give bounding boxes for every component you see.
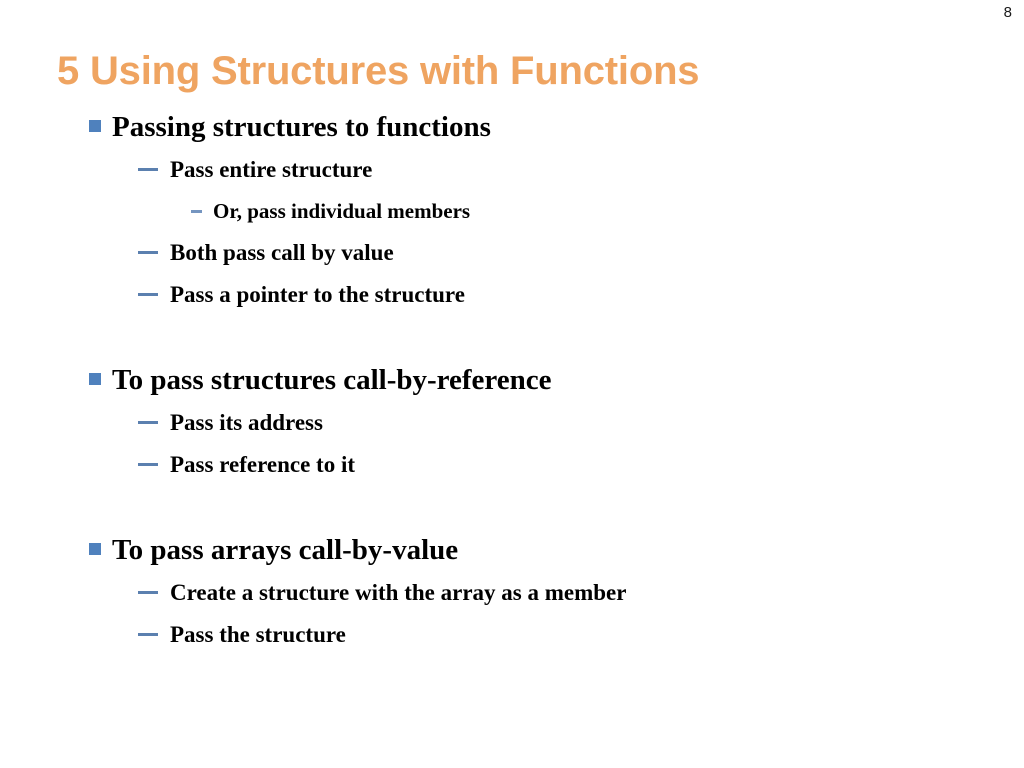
page-number: 8 [1003, 4, 1012, 21]
outline-item-label: To pass arrays call-by-value [112, 534, 459, 566]
outline-item-level2: Pass a pointer to the structure [0, 274, 1024, 316]
square-bullet-icon [89, 120, 101, 132]
outline-item-label: To pass structures call-by-reference [112, 364, 552, 396]
outline-spacer [0, 316, 1024, 359]
dash-bullet-icon [138, 293, 158, 296]
outline-item-level3: Or, pass individual members [0, 191, 1024, 232]
outline-item-label: Pass its address [170, 410, 323, 435]
outline-item-label: Or, pass individual members [213, 199, 471, 223]
outline-item-level1: To pass arrays call-by-value [0, 529, 1024, 572]
dash-bullet-icon [138, 421, 158, 424]
small-dash-bullet-icon [191, 210, 202, 213]
square-bullet-icon [89, 543, 101, 555]
outline-item-label: Pass the structure [170, 622, 346, 647]
outline-item-label: Pass a pointer to the structure [170, 282, 465, 307]
dash-bullet-icon [138, 168, 158, 171]
outline-item-label: Create a structure with the array as a m… [170, 580, 627, 605]
outline-item-level2: Pass entire structure [0, 149, 1024, 191]
dash-bullet-icon [138, 251, 158, 254]
dash-bullet-icon [138, 591, 158, 594]
outline-item-level2: Pass reference to it [0, 444, 1024, 486]
square-bullet-icon [89, 373, 101, 385]
outline-item-label: Pass reference to it [170, 452, 355, 477]
outline-item-level1: Passing structures to functions [0, 106, 1024, 149]
outline-item-level2: Create a structure with the array as a m… [0, 572, 1024, 614]
outline-item-label: Passing structures to functions [112, 111, 491, 143]
outline-item-level2: Pass its address [0, 402, 1024, 444]
outline-item-label: Both pass call by value [170, 240, 394, 265]
dash-bullet-icon [138, 633, 158, 636]
outline-item-level1: To pass structures call-by-reference [0, 359, 1024, 402]
outline-item-label: Pass entire structure [170, 157, 373, 182]
dash-bullet-icon [138, 463, 158, 466]
outline-item-level2: Both pass call by value [0, 232, 1024, 274]
outline-spacer [0, 486, 1024, 529]
slide-title: 5 Using Structures with Functions [57, 49, 700, 93]
outline-item-level2: Pass the structure [0, 614, 1024, 656]
